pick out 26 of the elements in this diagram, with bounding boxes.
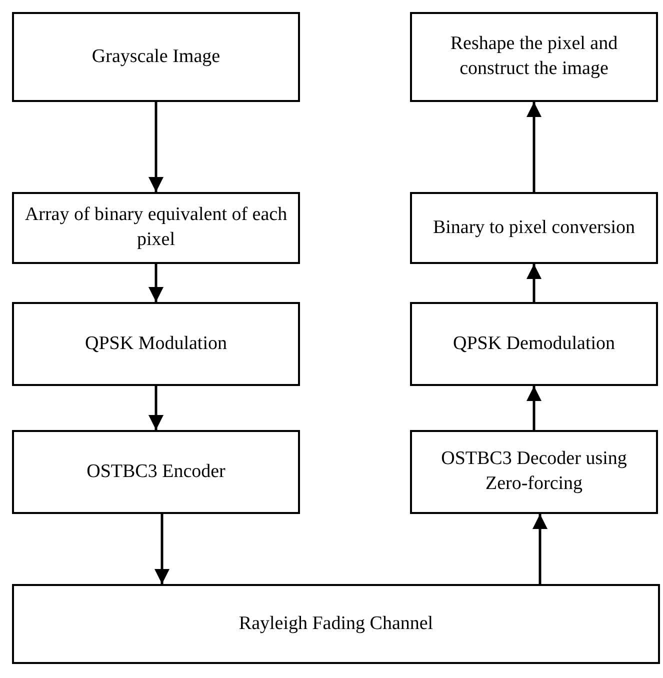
arrow — [526, 386, 542, 430]
process-box — [410, 430, 658, 514]
box-label: Reshape the pixel and construct the image — [449, 32, 619, 81]
arrow — [532, 514, 548, 584]
box-label: QPSK Demodulation — [452, 332, 616, 356]
arrow — [154, 514, 170, 584]
box-label: OSTBC3 Decoder using Zero-forcing — [440, 447, 628, 496]
process-box — [12, 430, 300, 514]
box-label: Binary to pixel conversion — [432, 216, 636, 240]
arrow — [526, 264, 542, 302]
box-label: Rayleigh Fading Channel — [238, 612, 434, 636]
arrow — [526, 102, 542, 192]
arrow — [148, 386, 164, 430]
arrow — [148, 264, 164, 302]
box-label: Grayscale Image — [92, 44, 220, 69]
arrow — [148, 102, 164, 192]
box-label: OSTBC3 Encoder — [86, 460, 226, 484]
process-box — [410, 192, 658, 264]
process-box — [12, 302, 300, 386]
box-label: QPSK Modulation — [85, 332, 227, 356]
process-box — [410, 302, 658, 386]
process-box — [12, 12, 300, 102]
process-box — [410, 12, 658, 102]
box-label: Array of binary equivalent of each pixel — [24, 203, 288, 252]
process-box — [12, 192, 300, 264]
process-box — [12, 584, 660, 664]
